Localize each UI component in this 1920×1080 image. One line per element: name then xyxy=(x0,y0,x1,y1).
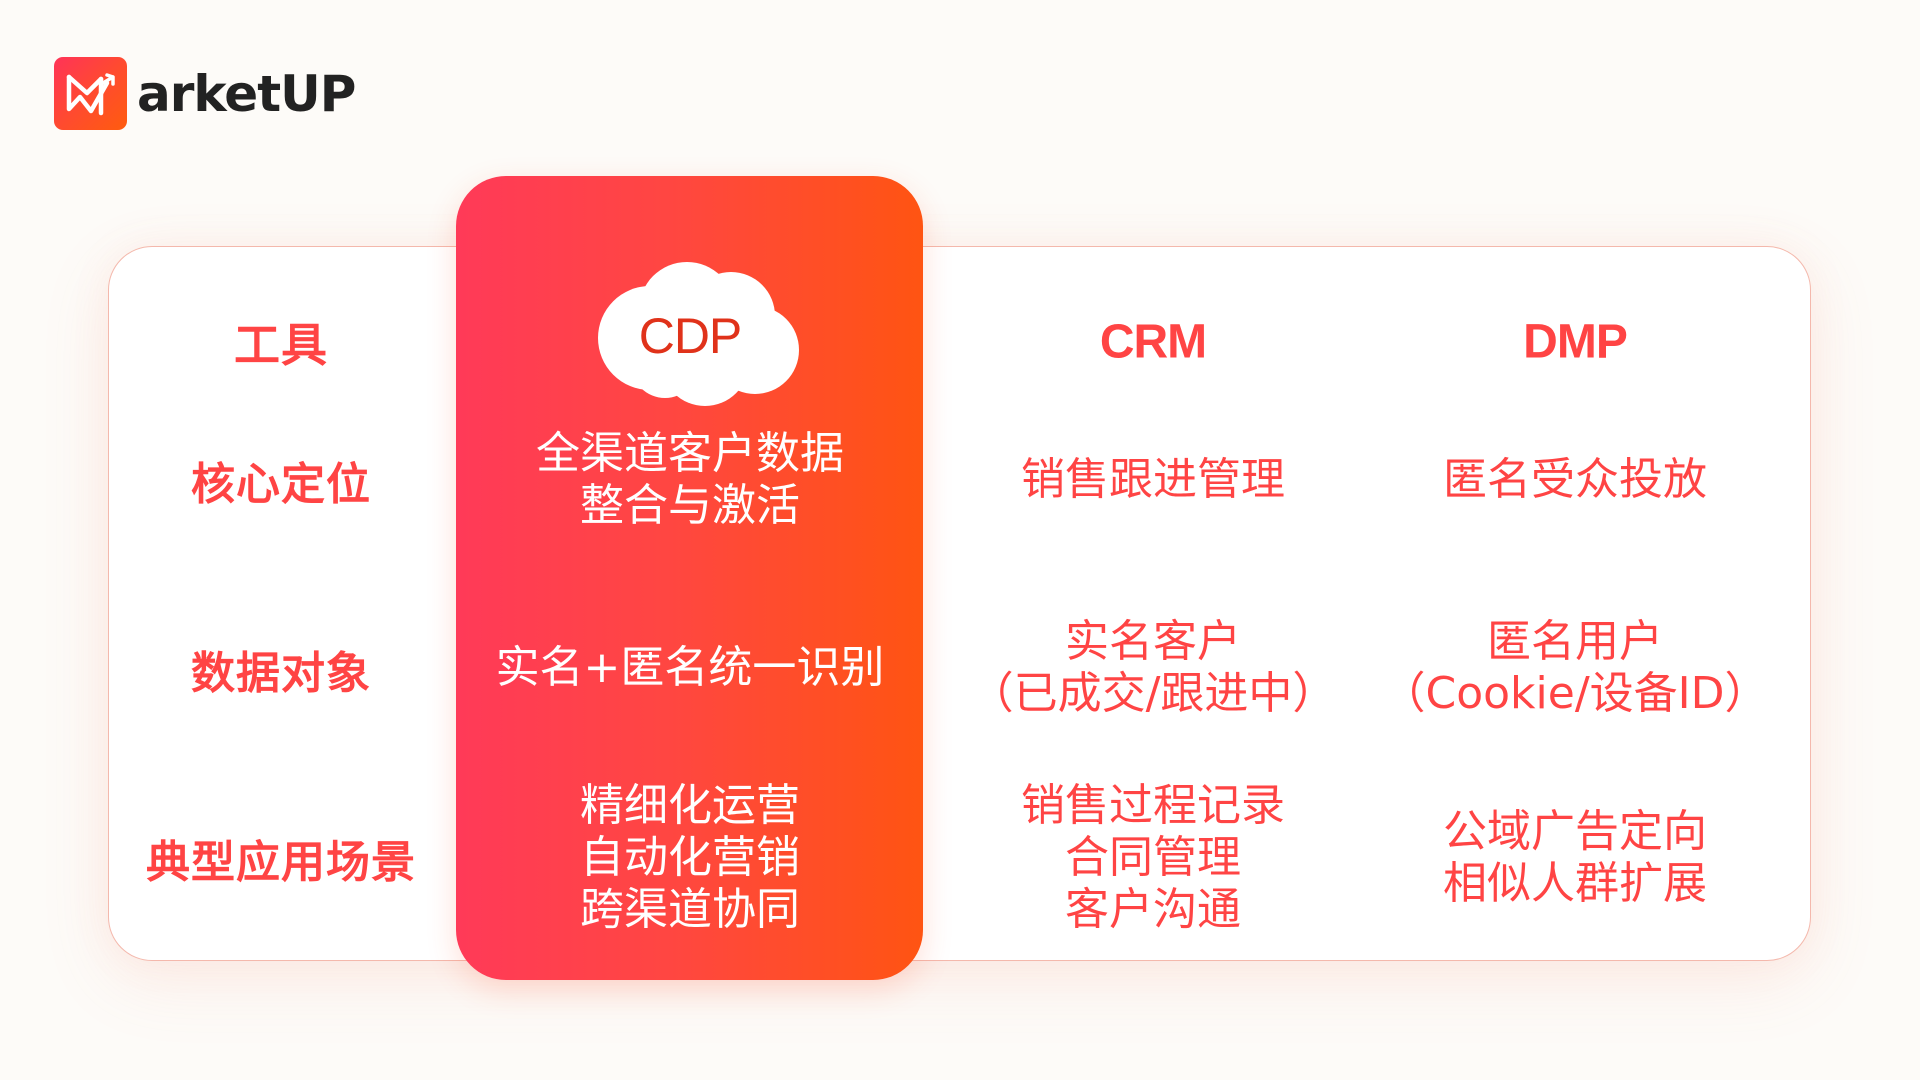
crm-use-cases: 销售过程记录 合同管理 客户沟通 xyxy=(1021,780,1285,935)
row-header-label: 工具 xyxy=(234,318,328,372)
dmp-data-object: 匿名用户 （Cookie/设备ID） xyxy=(1381,616,1769,719)
row-label-use-cases: 典型应用场景 xyxy=(146,837,416,888)
crm-data-object: 实名客户 （已成交/跟进中） xyxy=(969,616,1337,719)
row-label-core-positioning: 核心定位 xyxy=(191,459,371,510)
brand-name: arketUP xyxy=(137,64,356,123)
marketup-m-arrow-icon xyxy=(54,57,127,130)
cdp-core-positioning: 全渠道客户数据 整合与激活 xyxy=(536,428,844,531)
dmp-use-cases: 公域广告定向 相似人群扩展 xyxy=(1443,806,1707,909)
crm-core-positioning: 销售跟进管理 xyxy=(1021,454,1285,505)
cloud-icon xyxy=(598,262,799,406)
column-header-crm: CRM xyxy=(1099,315,1207,369)
cdp-use-cases: 精细化运营 自动化营销 跨渠道协同 xyxy=(580,780,800,935)
row-label-data-object: 数据对象 xyxy=(191,648,371,699)
cdp-data-object: 实名+匿名统一识别 xyxy=(495,642,885,693)
comparison-card xyxy=(108,246,1811,961)
dmp-core-positioning: 匿名受众投放 xyxy=(1443,454,1707,505)
brand-logo: arketUP xyxy=(54,57,356,130)
column-header-dmp: DMP xyxy=(1523,315,1628,369)
column-header-cdp: CDP xyxy=(638,308,743,364)
